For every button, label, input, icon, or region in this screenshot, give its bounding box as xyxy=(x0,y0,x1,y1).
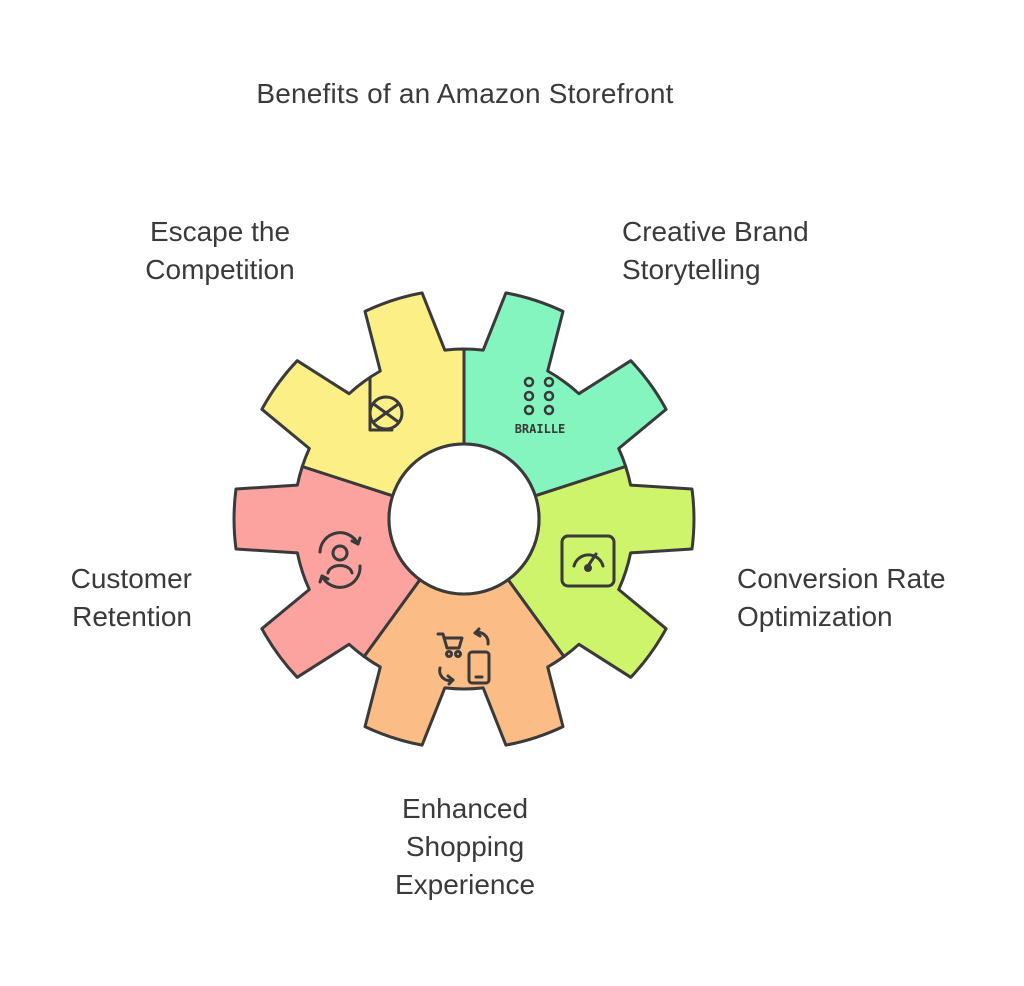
braille-icon: BRAILLE xyxy=(515,376,566,436)
gear-hub xyxy=(387,442,541,596)
braille-icon-text: BRAILLE xyxy=(515,422,566,436)
label-creative-brand-storytelling: Creative Brand Storytelling xyxy=(622,216,809,285)
label-conversion-rate-optimization: Conversion Rate Optimization xyxy=(737,563,946,632)
gauge-icon xyxy=(560,534,616,588)
label-customer-retention: Customer Retention xyxy=(70,563,192,632)
cart-phone-icon xyxy=(436,627,491,686)
b-logo-icon xyxy=(368,376,404,432)
gear-segments xyxy=(232,291,696,747)
label-enhanced-shopping-experience: Enhanced Shopping Experience xyxy=(394,793,536,900)
label-escape-the-competition: Escape the Competition xyxy=(145,216,295,285)
person-cycle-icon xyxy=(318,531,362,589)
diagram-title: Benefits of an Amazon Storefront xyxy=(256,78,674,109)
